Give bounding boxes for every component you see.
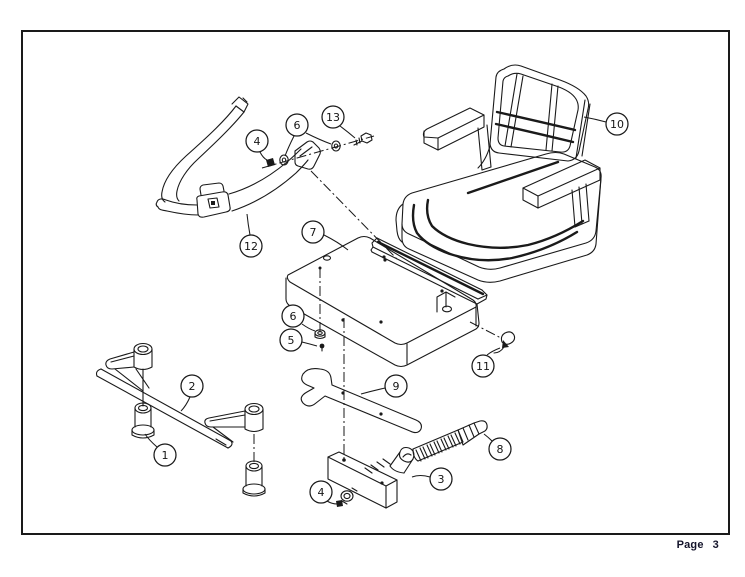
frame-part	[95, 342, 264, 449]
mounting-plate-part	[285, 235, 488, 368]
callout-4-bottom-label: 4	[318, 486, 325, 499]
wrench-tool	[300, 368, 422, 434]
callout-6-top: 6	[284, 113, 332, 157]
callout-12: 12	[239, 213, 263, 258]
callout-6-top-label: 6	[294, 119, 301, 132]
callout-7-label: 7	[310, 226, 317, 239]
callout-6-mid-label: 6	[290, 310, 297, 323]
belt-hardware	[266, 132, 373, 167]
callout-13-label: 13	[326, 111, 340, 124]
callout-10-label: 10	[610, 118, 624, 131]
threaded-knob-part	[412, 420, 488, 462]
callout-8-label: 8	[497, 443, 504, 456]
callout-2-label: 2	[189, 380, 196, 393]
seat-belt-part	[155, 96, 321, 218]
callout-6-mid: 6	[281, 304, 316, 332]
callout-11: 11	[471, 347, 501, 378]
callout-11-label: 11	[476, 360, 490, 373]
clip-part	[493, 331, 516, 354]
callout-10: 10	[583, 112, 629, 136]
callout-4-top-label: 4	[254, 135, 261, 148]
centerlines	[253, 135, 502, 463]
callout-8: 8	[483, 433, 512, 461]
plate-hardware	[314, 329, 326, 352]
callout-2: 2	[180, 374, 204, 412]
callout-4-top: 4	[245, 129, 269, 161]
callouts: 1 2 3 4 4	[144, 105, 629, 505]
page-number: Page 3	[677, 539, 719, 551]
callout-1-label: 1	[162, 449, 169, 462]
callout-3: 3	[411, 467, 453, 491]
page-number-value: 3	[712, 539, 719, 551]
seat-part	[395, 64, 602, 283]
callout-12-label: 12	[244, 240, 258, 253]
callout-3-label: 3	[438, 473, 445, 486]
page-label: Page	[676, 539, 704, 551]
callout-5: 5	[279, 328, 318, 352]
callout-7: 7	[301, 220, 349, 251]
bracket-part	[327, 446, 415, 509]
bushing-parts	[131, 402, 266, 497]
callout-4-bottom: 4	[309, 480, 338, 505]
callout-9-label: 9	[393, 380, 400, 393]
callout-1: 1	[144, 433, 177, 467]
callout-9: 9	[360, 374, 408, 398]
callout-13: 13	[321, 105, 356, 139]
callout-5-label: 5	[288, 334, 295, 347]
